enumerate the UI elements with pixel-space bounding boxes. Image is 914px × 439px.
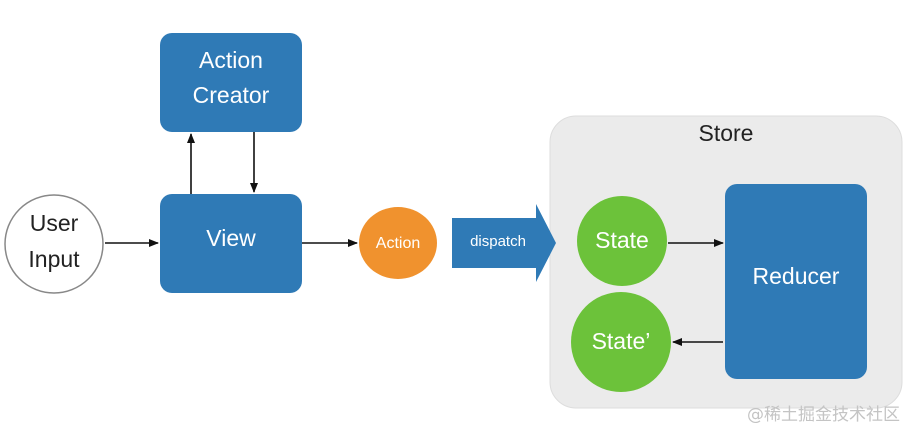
- state-label: State: [595, 227, 649, 253]
- action-creator-label-line1: Action: [199, 47, 263, 73]
- user-input-label-line1: User: [30, 210, 79, 236]
- action-creator-label-line2: Creator: [193, 82, 270, 108]
- reducer-label: Reducer: [753, 263, 840, 289]
- action-label: Action: [376, 235, 420, 252]
- view-node: View: [160, 194, 302, 293]
- state-node: State: [577, 196, 667, 286]
- dispatch-arrow: dispatch: [452, 204, 556, 282]
- user-input-label-line2: Input: [28, 246, 80, 272]
- reducer-node: Reducer: [725, 184, 867, 379]
- action-creator-node: Action Creator: [160, 33, 302, 132]
- view-label: View: [206, 225, 256, 251]
- action-node: Action: [359, 207, 437, 279]
- dispatch-label: dispatch: [470, 233, 526, 250]
- state-next-label: State’: [592, 328, 651, 354]
- user-input-node: User Input: [4, 194, 104, 294]
- state-next-node: State’: [571, 292, 671, 392]
- watermark-text: @稀土掘金技术社区: [747, 405, 900, 425]
- store-label: Store: [699, 120, 754, 146]
